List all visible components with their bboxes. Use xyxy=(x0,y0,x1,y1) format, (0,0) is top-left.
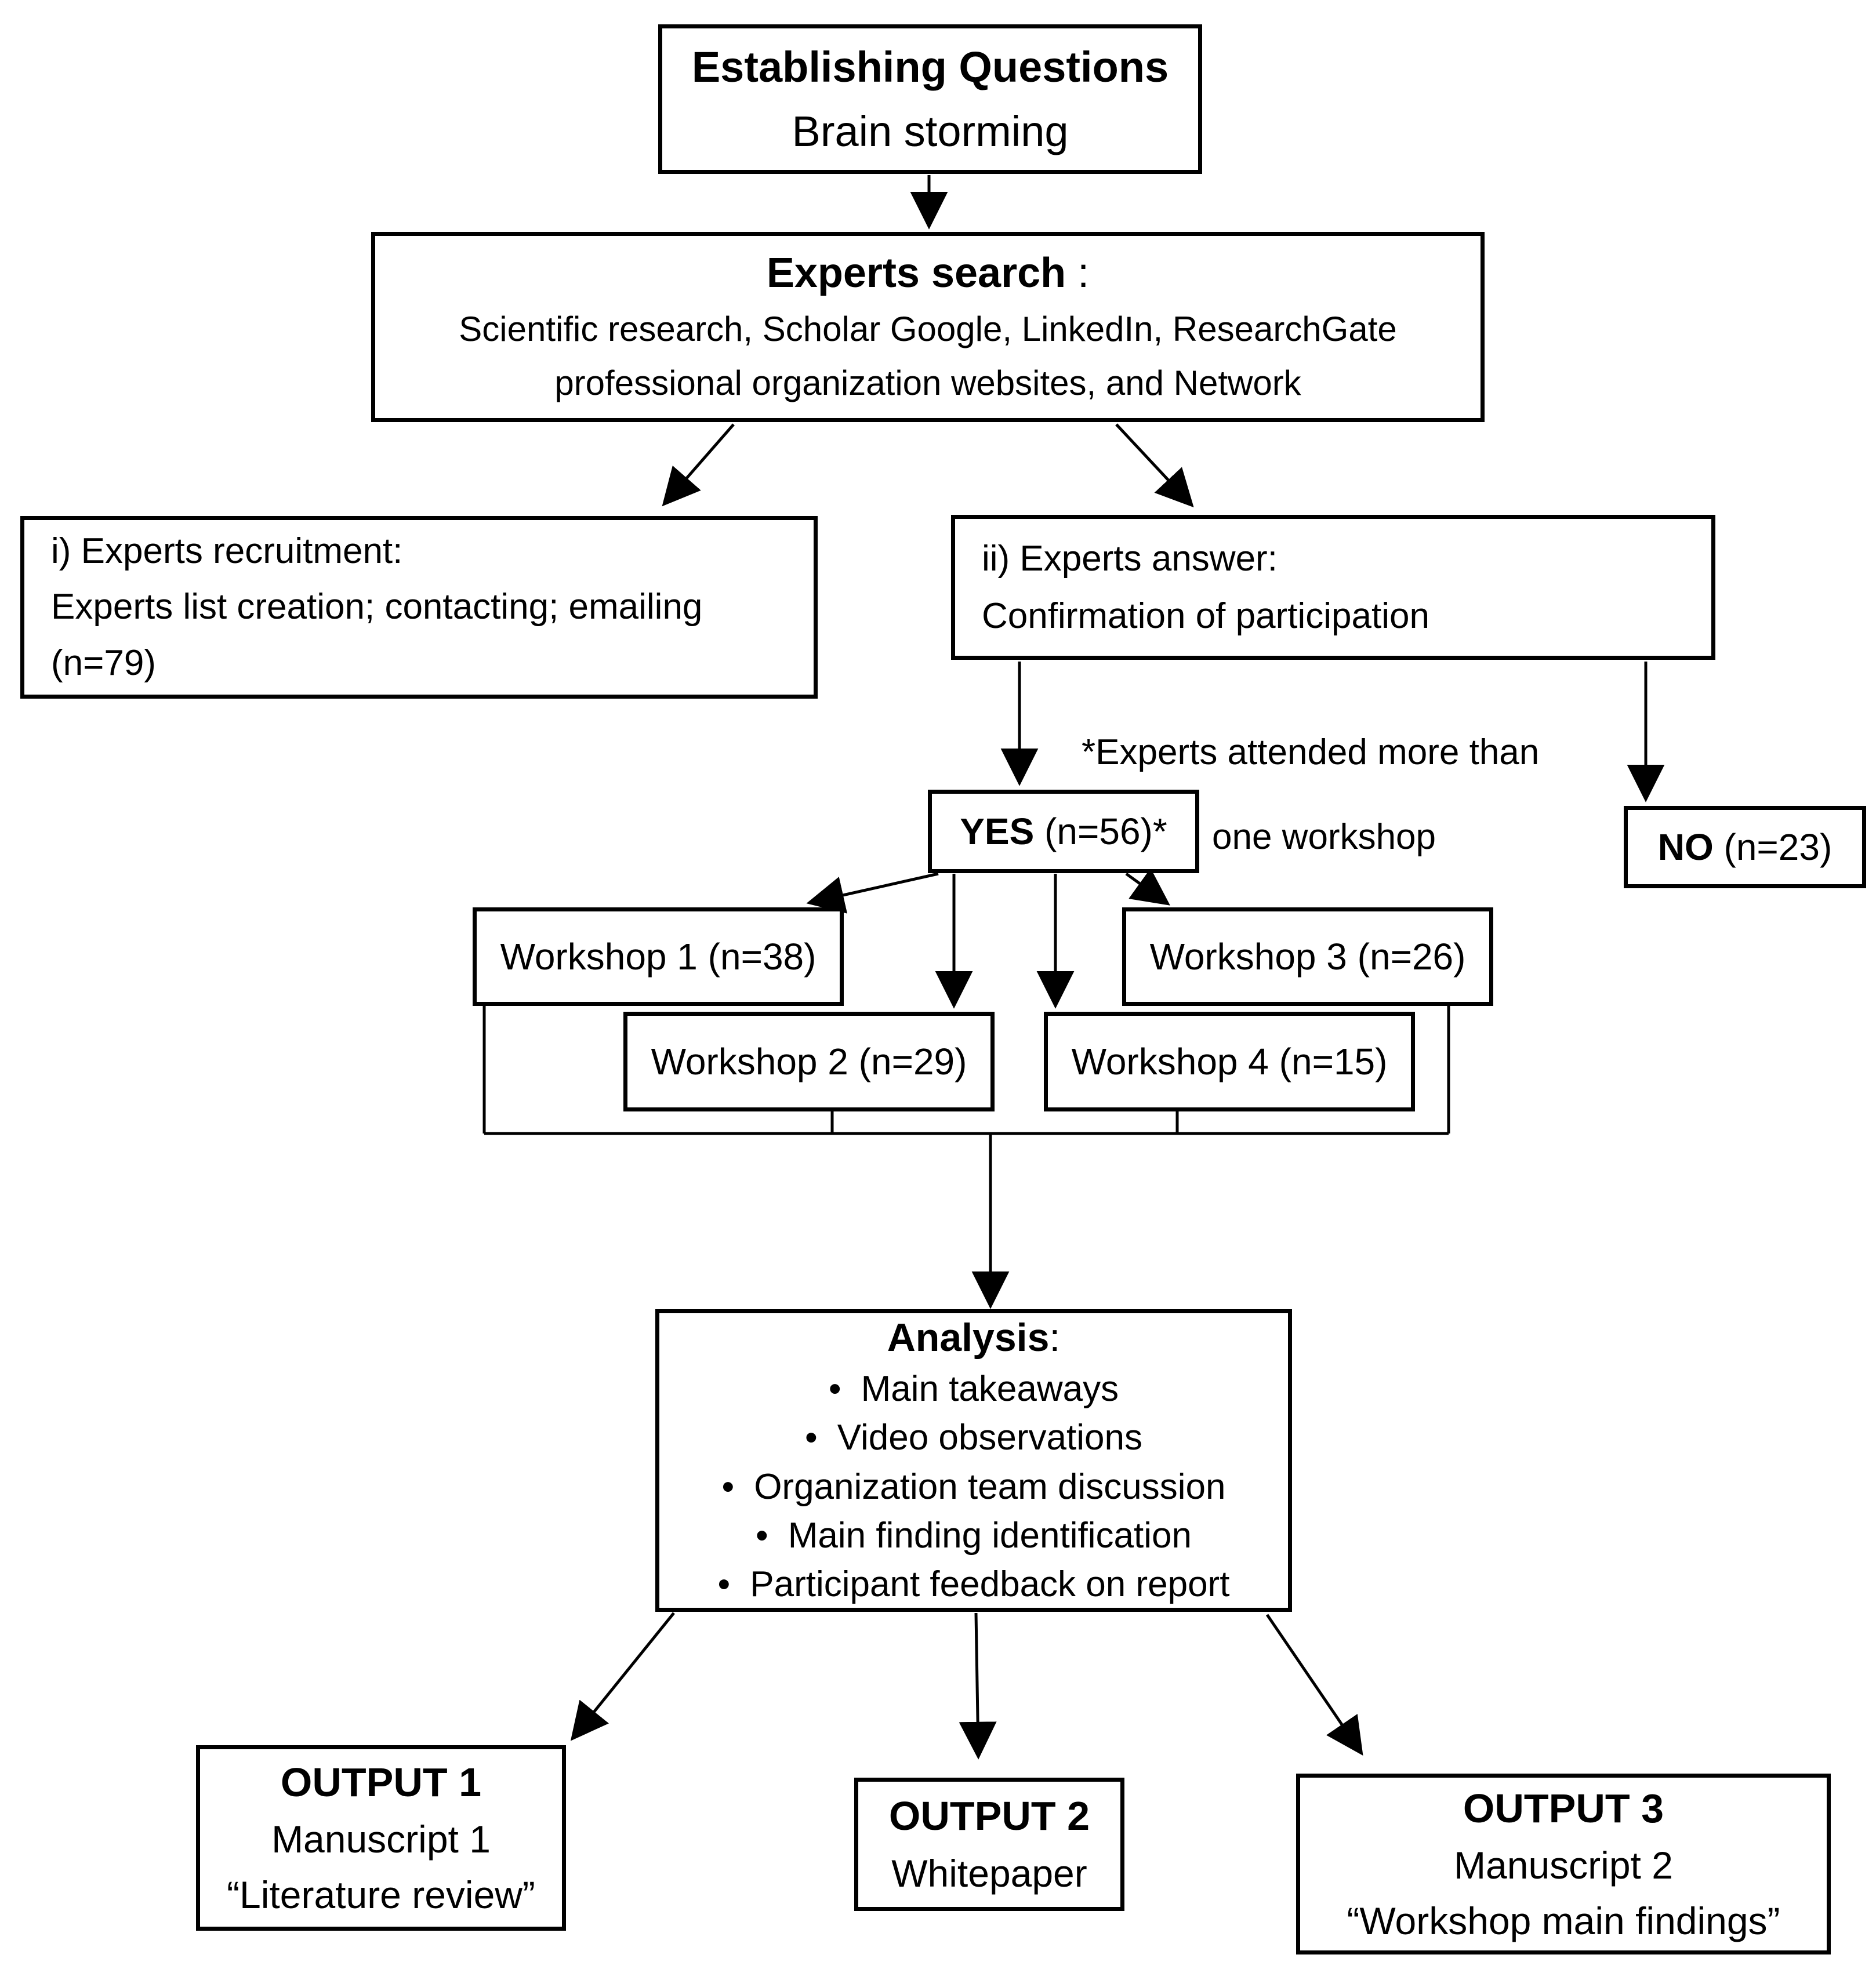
output-1-line3: “Literature review” xyxy=(227,1873,535,1916)
bullet-icon: • xyxy=(828,1369,841,1409)
analysis-bullet-3-text: Organization team discussion xyxy=(754,1466,1226,1507)
analysis-bullet-5: • Participant feedback on report xyxy=(659,1560,1288,1609)
recruitment-line1: i) Experts recruitment: xyxy=(51,531,403,572)
experts-answer-box: ii) Experts answer: Confirmation of part… xyxy=(951,515,1715,660)
arrow-search-to-answer xyxy=(1115,423,1194,508)
search-title-line: Experts search : xyxy=(767,244,1089,303)
workshop-3-box: Workshop 3 (n=26) xyxy=(1122,907,1493,1006)
footnote-line1: *Experts attended more than xyxy=(1082,732,1540,772)
search-title-suffix: : xyxy=(1066,249,1090,296)
experts-search-box: Experts search : Scientific research, Sc… xyxy=(371,232,1485,422)
no-label-rest: (n=23) xyxy=(1713,826,1833,868)
arrow-analysis-to-output3 xyxy=(1265,1614,1363,1756)
arrow-analysis-to-output2 xyxy=(959,1612,997,1760)
arrow-yes-to-workshop3 xyxy=(1125,868,1170,906)
output-1-box: OUTPUT 1 Manuscript 1 “Literature review… xyxy=(196,1745,566,1931)
establishing-questions-box: Establishing Questions Brain storming xyxy=(658,24,1202,174)
bullet-icon: • xyxy=(721,1466,735,1507)
output-3-box: OUTPUT 3 Manuscript 2 “Workshop main fin… xyxy=(1296,1774,1831,1954)
analysis-bullet-2-text: Video observations xyxy=(837,1418,1142,1458)
analysis-bullet-3: • Organization team discussion xyxy=(659,1463,1288,1512)
workshop-4-label: Workshop 4 (n=15) xyxy=(1071,1041,1388,1082)
no-label-bold: NO xyxy=(1657,826,1714,868)
analysis-title-line: Analysis: xyxy=(887,1311,1061,1365)
workshop-2-label: Workshop 2 (n=29) xyxy=(651,1041,967,1082)
output-1-line2: Manuscript 1 xyxy=(271,1818,491,1861)
experts-recruitment-box: i) Experts recruitment: Experts list cre… xyxy=(20,516,818,699)
analysis-title-suffix: : xyxy=(1049,1316,1061,1360)
output-3-title: OUTPUT 3 xyxy=(1463,1785,1664,1831)
analysis-bullet-4: • Main finding identification xyxy=(659,1512,1288,1560)
workshop-1-box: Workshop 1 (n=38) xyxy=(473,907,844,1006)
yes-label: YES (n=56)* xyxy=(960,810,1167,853)
analysis-bullet-2: • Video observations xyxy=(659,1414,1288,1462)
arrow-search-to-recruitment xyxy=(662,423,735,507)
workshop-4-box: Workshop 4 (n=15) xyxy=(1044,1012,1415,1111)
output-2-line2: Whitepaper xyxy=(891,1851,1087,1895)
footnote-line2: one workshop xyxy=(1212,817,1436,857)
answer-line1: ii) Experts answer: xyxy=(982,538,1278,579)
output-3-line2: Manuscript 2 xyxy=(1454,1844,1673,1887)
output-2-title: OUTPUT 2 xyxy=(888,1793,1090,1839)
search-title: Experts search xyxy=(766,249,1066,296)
establishing-title: Establishing Questions xyxy=(691,43,1169,91)
output-3-line3: “Workshop main findings” xyxy=(1347,1899,1780,1942)
workshop-3-label: Workshop 3 (n=26) xyxy=(1149,936,1466,978)
yes-box: YES (n=56)* xyxy=(928,790,1199,873)
bullet-icon: • xyxy=(805,1418,818,1458)
bullet-icon: • xyxy=(756,1516,768,1556)
no-box: NO (n=23) xyxy=(1624,806,1866,888)
recruitment-line3: (n=79) xyxy=(51,642,156,683)
yes-label-bold: YES xyxy=(960,811,1035,852)
analysis-bullet-4-text: Main finding identification xyxy=(788,1516,1192,1556)
arrow-yes-to-workshop1 xyxy=(806,872,939,914)
analysis-title: Analysis xyxy=(887,1316,1050,1360)
workshop-1-label: Workshop 1 (n=38) xyxy=(500,936,817,978)
answer-line2: Confirmation of participation xyxy=(982,596,1429,636)
output-2-box: OUTPUT 2 Whitepaper xyxy=(854,1778,1124,1911)
establishing-subtitle: Brain storming xyxy=(792,107,1069,155)
bullet-icon: • xyxy=(717,1564,731,1605)
search-line2: professional organization websites, and … xyxy=(554,364,1301,403)
analysis-box: Analysis: • Main takeaways • Video obser… xyxy=(655,1309,1292,1612)
analysis-bullet-1-text: Main takeaways xyxy=(861,1369,1119,1409)
output-1-title: OUTPUT 1 xyxy=(280,1759,482,1805)
no-label: NO (n=23) xyxy=(1658,826,1833,869)
workshop-2-box: Workshop 2 (n=29) xyxy=(623,1012,995,1111)
recruitment-line2: Experts list creation; contacting; email… xyxy=(51,587,703,627)
analysis-bullet-5-text: Participant feedback on report xyxy=(750,1564,1230,1605)
analysis-bullet-1: • Main takeaways xyxy=(659,1365,1288,1414)
arrow-analysis-to-output1 xyxy=(570,1612,675,1741)
yes-label-rest: (n=56)* xyxy=(1034,811,1167,852)
search-line1: Scientific research, Scholar Google, Lin… xyxy=(459,310,1397,349)
